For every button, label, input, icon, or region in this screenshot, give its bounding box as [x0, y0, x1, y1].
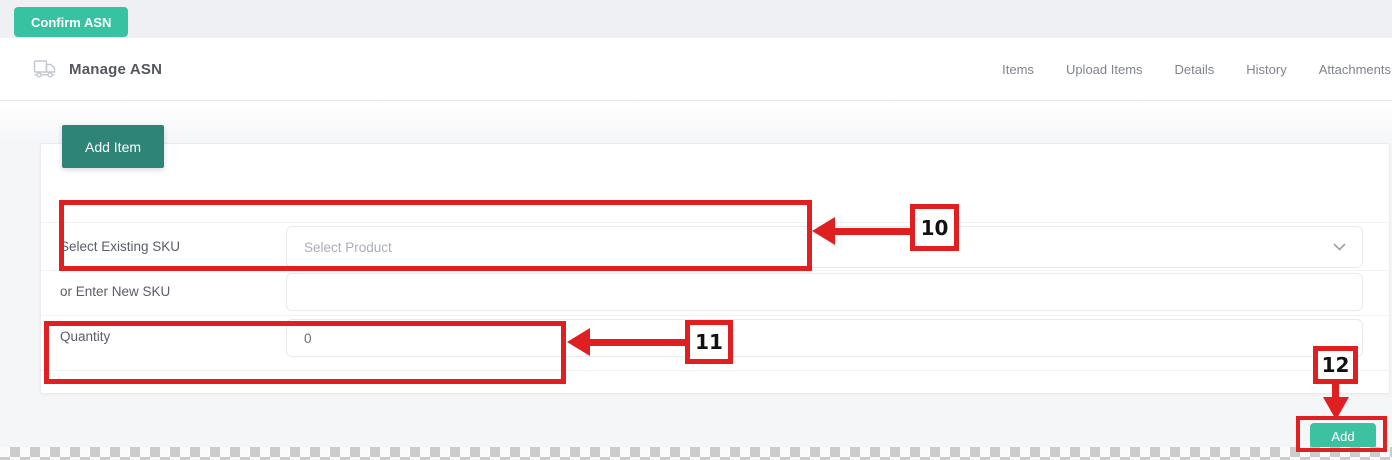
confirm-asn-button[interactable]: Confirm ASN: [14, 7, 129, 37]
tab-details[interactable]: Details: [1174, 61, 1215, 77]
row-divider: [41, 315, 1389, 316]
quantity-label: Quantity: [60, 329, 111, 344]
select-product-placeholder: Select Product: [304, 239, 392, 255]
truck-icon: [33, 59, 57, 79]
top-strip: [0, 0, 1392, 38]
annotation-arrow-head-10: [812, 217, 835, 245]
annotation-box-11: [44, 321, 566, 384]
annotation-box-10: [59, 200, 812, 271]
header-tabs: Items Upload Items Details History Attac…: [1002, 62, 1392, 77]
new-sku-field-box: [286, 273, 1363, 311]
quantity-input[interactable]: [287, 320, 1362, 356]
annotation-number-10: 10: [910, 204, 959, 251]
quantity-field-box: [286, 319, 1363, 357]
select-existing-sku-label: Select Existing SKU: [60, 239, 181, 254]
tab-attachments[interactable]: Attachments: [1318, 61, 1391, 77]
tab-items[interactable]: Items: [1002, 61, 1034, 77]
annotation-arrow-head-11: [567, 328, 590, 356]
page-title: Manage ASN: [69, 60, 163, 78]
annotation-number-12: 12: [1313, 346, 1358, 384]
enter-new-sku-label: or Enter New SKU: [60, 284, 171, 299]
annotation-arrow-line-10: [833, 228, 912, 235]
add-button[interactable]: Add: [1310, 423, 1376, 449]
transparency-checkerboard: [0, 447, 1392, 460]
chevron-down-icon: [1333, 243, 1346, 251]
new-sku-input[interactable]: [287, 274, 1362, 310]
header-bar: Manage ASN Items Upload Items Details Hi…: [0, 38, 1392, 101]
annotation-arrow-line-11: [588, 339, 686, 346]
annotation-arrow-head-12: [1323, 397, 1349, 420]
tab-history[interactable]: History: [1246, 61, 1287, 77]
annotation-number-11: 11: [685, 320, 733, 364]
row-divider: [41, 370, 1389, 371]
annotation-arrow-line-12: [1332, 383, 1339, 398]
row-divider: [41, 222, 1389, 223]
annotation-box-12: [1296, 416, 1387, 452]
tab-upload-items[interactable]: Upload Items: [1065, 61, 1143, 77]
add-item-button[interactable]: Add Item: [62, 125, 164, 168]
